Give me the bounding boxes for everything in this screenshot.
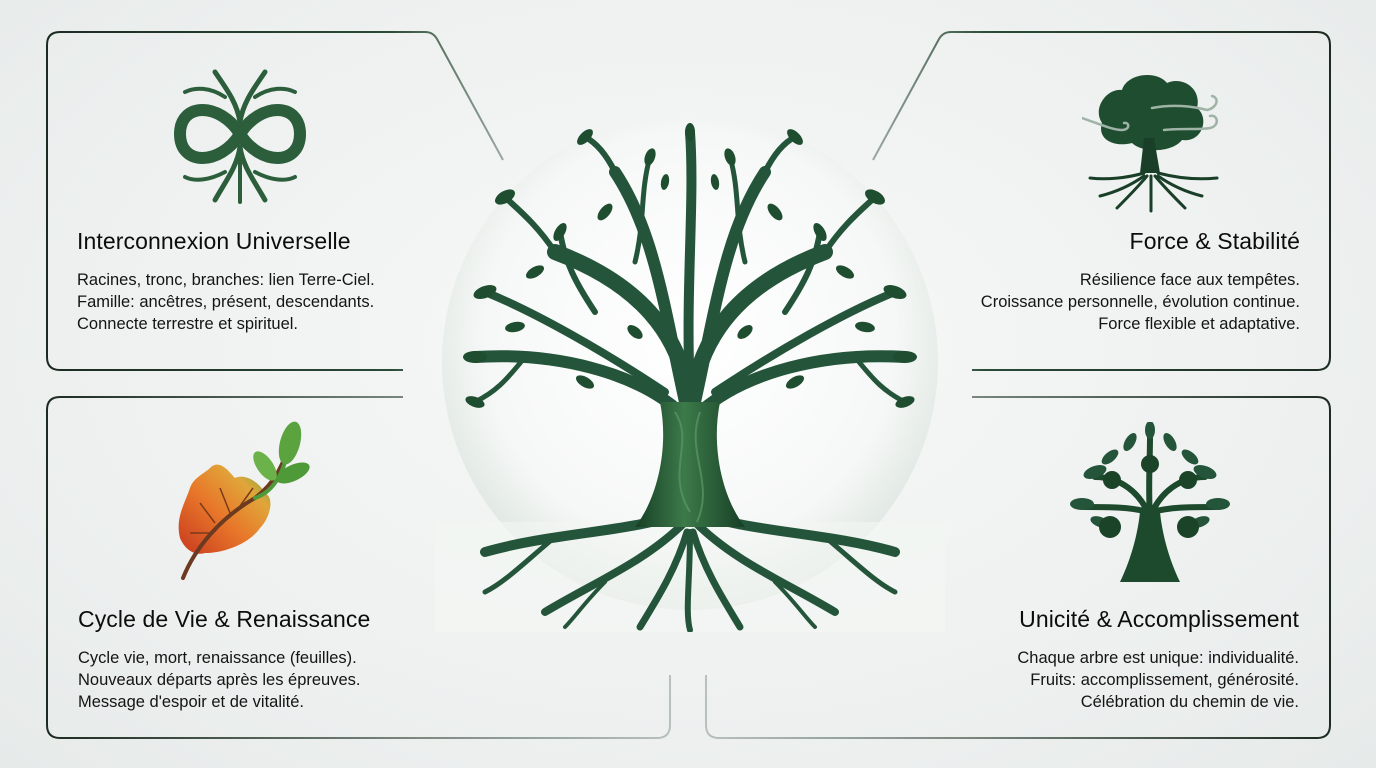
panel-body: Racines, tronc, branches: lien Terre-Cie… [77,269,375,335]
panel-line: Fruits: accomplissement, générosité. [1030,671,1299,689]
autumn-spring-leaf-icon [165,418,315,588]
tree-of-life-icon [435,112,945,633]
fruit-tree-icon [1070,421,1230,587]
panel-line: Célébration du chemin de vie. [1080,693,1299,711]
windswept-tree-icon [1080,68,1227,213]
panel-line: Famille: ancêtres, présent, descendants. [77,293,375,311]
panel-unicite: Unicité & Accomplissement Chaque arbre e… [1017,606,1299,713]
panel-line: Message d'espoir et de vitalité. [78,693,305,711]
panel-cycle: Cycle de Vie & Renaissance Cycle vie, mo… [78,606,370,713]
panel-title: Unicité & Accomplissement [1019,606,1299,632]
panel-body: Cycle vie, mort, renaissance (feuilles).… [78,647,370,713]
panel-line: Nouveaux départs après les épreuves. [78,671,361,689]
panel-force: Force & Stabilité Résilience face aux te… [981,228,1300,335]
panel-line: Croissance personnelle, évolution contin… [980,293,1300,311]
panel-title: Force & Stabilité [1129,228,1300,254]
panel-title: Cycle de Vie & Renaissance [78,606,371,632]
panel-line: Force flexible et adaptative. [1098,315,1300,333]
panel-line: Connecte terrestre et spirituel. [77,315,299,333]
panel-body: Résilience face aux tempêtes. Croissance… [981,269,1300,335]
panel-interconnexion: Interconnexion Universelle Racines, tron… [77,228,375,335]
panel-title: Interconnexion Universelle [77,228,351,254]
panel-line: Chaque arbre est unique: individualité. [1017,649,1299,667]
infinity-tree-icon [165,62,315,207]
panel-line: Cycle vie, mort, renaissance (feuilles). [78,649,357,667]
panel-line: Résilience face aux tempêtes. [1079,271,1300,289]
panel-line: Racines, tronc, branches: lien Terre-Cie… [77,271,375,289]
panel-body: Chaque arbre est unique: individualité. … [1017,647,1299,713]
